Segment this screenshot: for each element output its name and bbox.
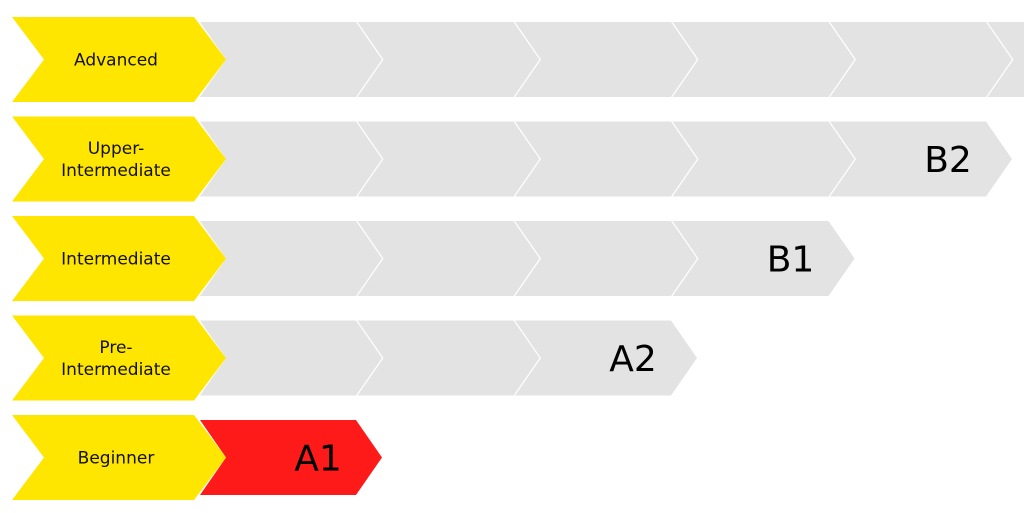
level-row: B1 Intermediate [12,216,855,301]
level-name-label: Beginner [78,449,155,469]
level-name-label: Upper-Intermediate [61,139,171,181]
progress-step [830,121,1012,197]
level-row: B2 Upper-Intermediate [12,116,1012,202]
level-chevron [12,116,226,202]
progress-step [515,22,697,97]
progress-step [200,221,382,296]
progress-step [672,221,855,296]
level-code-label: B1 [767,240,815,281]
progress-step [200,121,382,197]
level-row: A1 Beginner [12,415,382,500]
current-level-step [200,420,382,495]
level-chevron [12,415,226,500]
progress-step [357,320,540,396]
level-chevron [12,17,226,102]
level-code-label: B2 [924,140,972,181]
progress-step [515,221,697,296]
level-name-label: Intermediate [61,250,171,270]
level-row: C1Advanced [12,17,1024,102]
level-chevron [12,216,226,301]
level-row: A2 Pre-Intermediate [12,315,697,401]
progress-step [672,22,855,97]
level-chevron [12,315,226,401]
progress-step [515,320,697,396]
level-name-label: Advanced [74,51,158,71]
progress-step [357,221,540,296]
progress-step [987,22,1024,97]
progress-step [357,121,540,197]
progress-step [672,121,855,197]
progress-step [200,320,382,396]
progress-step [830,22,1012,97]
level-code-label: A1 [294,439,342,480]
progress-step [200,22,382,97]
level-code-label: A2 [609,339,657,380]
progress-step [515,121,697,197]
level-name-label: Pre-Intermediate [61,338,171,380]
progress-step [357,22,540,97]
